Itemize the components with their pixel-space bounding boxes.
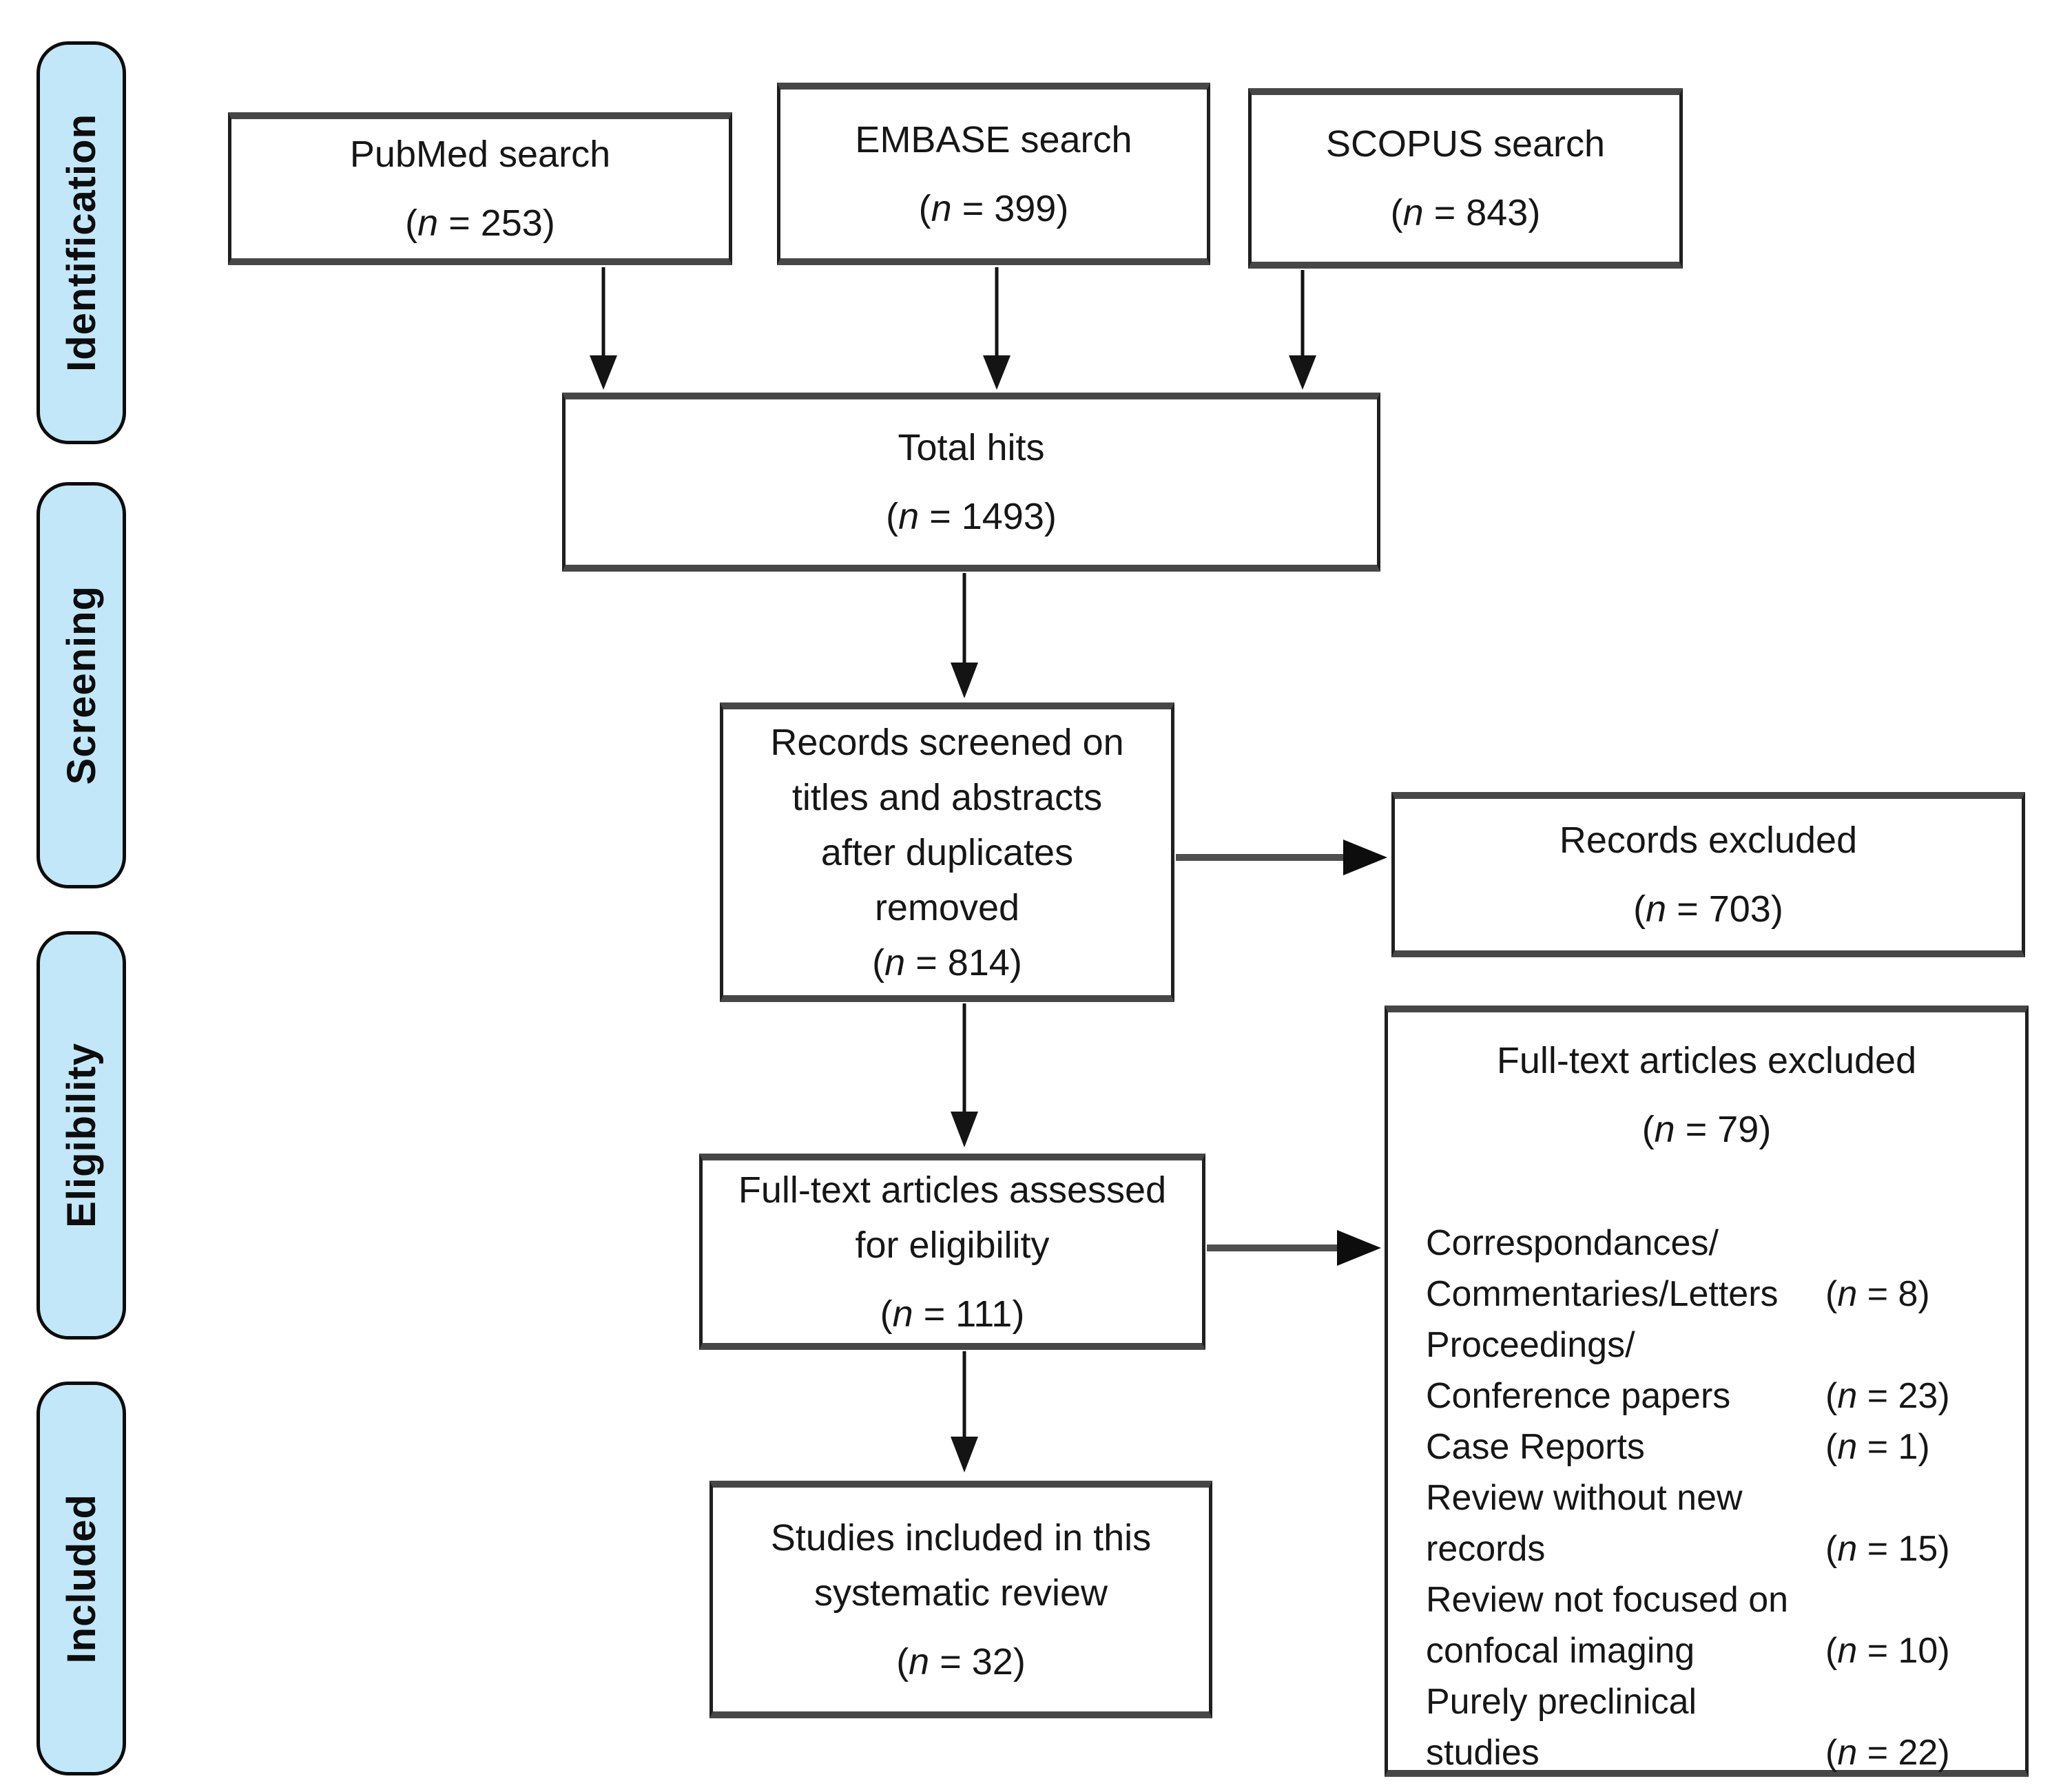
exclusion-reason-row: Review not focused on confocal imaging (… <box>1426 1574 1987 1676</box>
exclusion-reason-text: Correspondances/ Commentaries/Letters <box>1426 1223 1779 1314</box>
node-records-excluded: Records excluded (n = 703) <box>1391 792 2025 957</box>
node-fulltext-assessed-count: (n = 111) <box>880 1293 1025 1335</box>
node-total-hits: Total hits (n = 1493) <box>562 393 1380 572</box>
exclusion-reason-count: (n = 15) <box>1825 1529 1950 1569</box>
node-scopus-count: (n = 843) <box>1390 192 1541 233</box>
exclusion-reason-count: (n = 8) <box>1825 1274 1930 1314</box>
node-fulltext-excluded: Full-text articles excluded (n = 79) Cor… <box>1385 1006 2029 1777</box>
exclusion-reason-row: Case Reports (n = 1) <box>1426 1421 1987 1472</box>
stage-eligibility: Eligibility <box>37 931 126 1340</box>
node-total-hits-label: Total hits <box>898 427 1045 468</box>
exclusion-reason-row: Purely preclinical studies (n = 22) <box>1426 1676 1987 1778</box>
exclusion-reason-row: Proceedings/ Conference papers (n = 23) <box>1426 1320 1987 1421</box>
node-embase-search: EMBASE search (n = 399) <box>777 83 1210 265</box>
arrow-assessed-to-fulltext-excluded <box>1207 1230 1381 1266</box>
stage-included-label: Included <box>59 1493 104 1664</box>
stage-screening-label: Screening <box>59 585 104 785</box>
exclusion-reason-row: Review without new records (n = 15) <box>1426 1472 1987 1574</box>
node-fulltext-assessed: Full-text articles assessed for eligibil… <box>699 1154 1205 1350</box>
node-embase-label: EMBASE search <box>855 118 1132 160</box>
node-embase-count: (n = 399) <box>918 187 1069 229</box>
exclusion-reason-text: Purely preclinical studies <box>1426 1682 1697 1773</box>
node-fulltext-excluded-count: (n = 79) <box>1641 1109 1772 1150</box>
stage-eligibility-label: Eligibility <box>59 1043 104 1228</box>
arrow-screened-to-assessed <box>951 1003 978 1147</box>
arrow-assessed-to-included <box>951 1351 978 1472</box>
stage-included: Included <box>37 1382 126 1775</box>
exclusion-reason-count: (n = 22) <box>1825 1733 1950 1773</box>
exclusion-reason-count: (n = 23) <box>1825 1376 1950 1416</box>
stage-screening: Screening <box>37 482 126 888</box>
arrow-pubmed-to-total <box>590 267 617 390</box>
node-scopus-label: SCOPUS search <box>1325 123 1606 165</box>
node-records-excluded-count: (n = 703) <box>1633 888 1783 930</box>
exclusion-reason-text: Case Reports <box>1426 1427 1645 1467</box>
node-records-excluded-label: Records excluded <box>1559 820 1858 861</box>
node-fulltext-assessed-label: Full-text articles assessed for eligibil… <box>738 1169 1167 1266</box>
node-fulltext-excluded-label: Full-text articles excluded <box>1496 1040 1917 1081</box>
node-pubmed-search: PubMed search (n = 253) <box>228 112 732 265</box>
node-studies-included: Studies included in this systematic revi… <box>709 1481 1212 1718</box>
arrow-scopus-to-total <box>1289 270 1316 390</box>
exclusion-reason-text: Review without new records <box>1426 1478 1743 1569</box>
node-pubmed-count: (n = 253) <box>405 202 555 244</box>
exclusion-reason-list: Correspondances/ Commentaries/Letters (n… <box>1426 1218 1987 1778</box>
node-records-screened: Records screened on titles and abstracts… <box>720 702 1174 1002</box>
node-studies-included-count: (n = 32) <box>896 1640 1026 1682</box>
stage-identification-label: Identification <box>59 114 104 372</box>
node-total-hits-count: (n = 1493) <box>886 496 1057 537</box>
arrow-total-to-screened <box>951 573 978 698</box>
stage-identification: Identification <box>37 41 126 444</box>
exclusion-reason-text: Proceedings/ Conference papers <box>1426 1325 1731 1416</box>
node-studies-included-label: Studies included in this systematic revi… <box>770 1517 1152 1614</box>
node-records-screened-label: Records screened on titles and abstracts… <box>770 721 1124 928</box>
arrow-embase-to-total <box>983 267 1011 390</box>
node-pubmed-label: PubMed search <box>349 134 611 175</box>
exclusion-reason-count: (n = 1) <box>1825 1427 1930 1467</box>
node-records-screened-count: (n = 814) <box>872 941 1022 983</box>
exclusion-reason-row: Correspondances/ Commentaries/Letters (n… <box>1426 1218 1987 1320</box>
node-scopus-search: SCOPUS search (n = 843) <box>1248 88 1683 269</box>
exclusion-reason-text: Review not focused on confocal imaging <box>1426 1580 1789 1671</box>
arrow-screened-to-records-excluded <box>1176 840 1387 875</box>
exclusion-reason-count: (n = 10) <box>1825 1631 1950 1671</box>
